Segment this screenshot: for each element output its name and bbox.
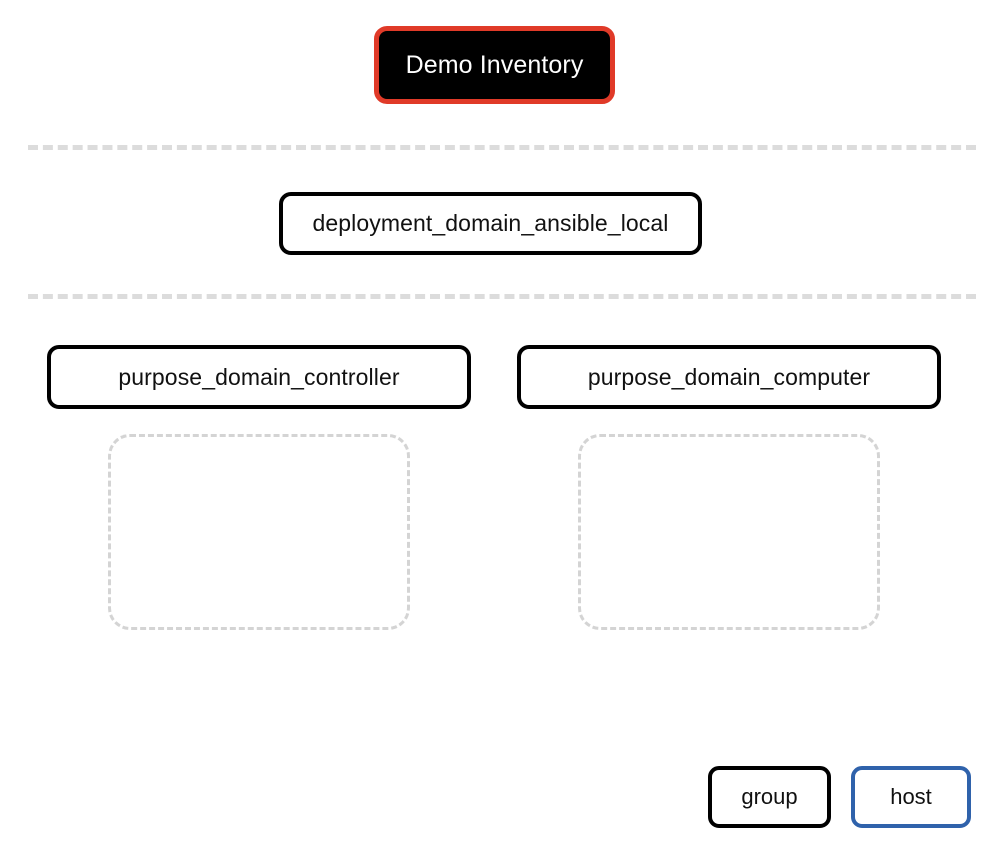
group-node-deployment-domain-ansible-local[interactable]: deployment_domain_ansible_local bbox=[279, 192, 702, 255]
tier-separator-2 bbox=[28, 294, 976, 299]
inventory-root-node[interactable]: Demo Inventory bbox=[374, 26, 615, 104]
legend-item-host: host bbox=[851, 766, 971, 828]
legend: group host bbox=[708, 766, 971, 828]
group-node-purpose-domain-controller[interactable]: purpose_domain_controller bbox=[47, 345, 471, 409]
host-container-domain-controller: dc01.ansible.local bbox=[108, 434, 410, 630]
tier-separator-1 bbox=[28, 145, 976, 150]
group-node-purpose-domain-computer[interactable]: purpose_domain_computer bbox=[517, 345, 941, 409]
host-container-domain-computer: winston.ansible.local wintrop.ansible.lo… bbox=[578, 434, 880, 630]
legend-item-group: group bbox=[708, 766, 831, 828]
